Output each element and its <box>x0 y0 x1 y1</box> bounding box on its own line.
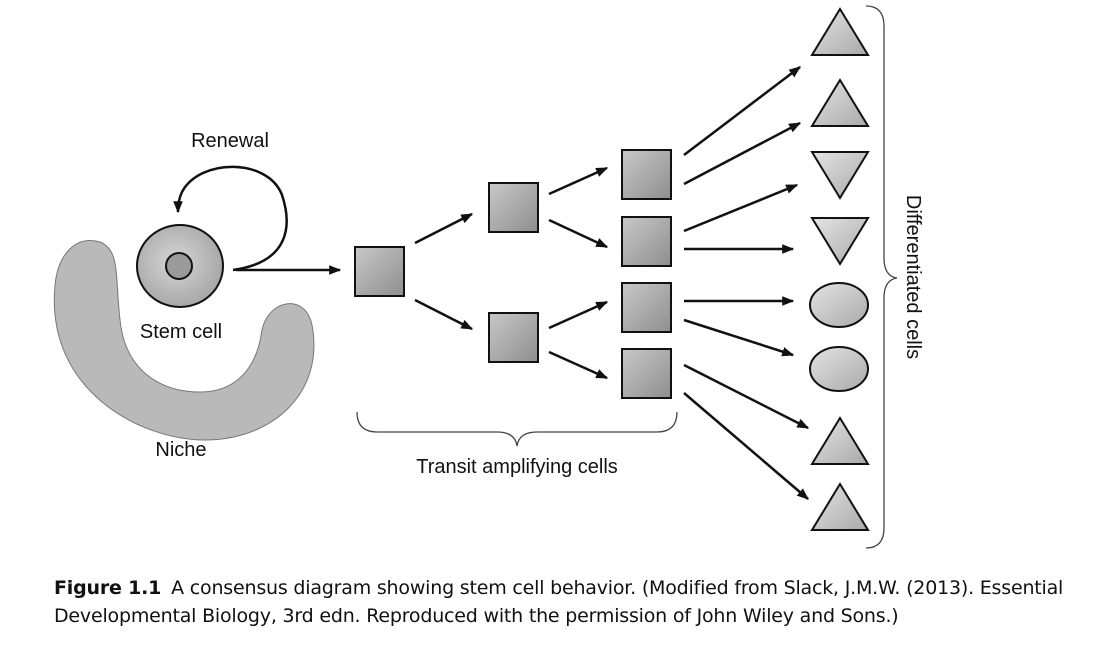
transit-cell <box>354 246 405 297</box>
differentiated-label: Differentiated cells <box>902 195 924 359</box>
figure-number: Figure 1.1 <box>54 577 162 599</box>
transit-cell <box>621 216 672 267</box>
caption-line-2: Developmental Biology, 3rd edn. Reproduc… <box>54 605 899 627</box>
stem-cell-diagram: Renewal Stem cell Niche Transit amplifyi… <box>53 5 924 549</box>
renewal-arrow <box>173 165 288 272</box>
stem-cell-label: Stem cell <box>140 321 222 343</box>
transit-cell <box>621 149 672 200</box>
differentiated-cell-triangle <box>810 416 870 465</box>
differentiated-brace <box>865 5 898 549</box>
differentiation-arrows <box>683 66 810 500</box>
differentiated-cell-oval <box>809 282 869 328</box>
differentiated-cell-triangle-inverted <box>810 217 870 266</box>
transit-arrows <box>414 166 609 380</box>
niche-label: Niche <box>155 439 206 461</box>
transit-cell <box>621 348 672 399</box>
differentiated-cell-triangle <box>810 78 870 127</box>
differentiated-cell-oval <box>809 346 869 392</box>
transit-brace <box>356 411 678 447</box>
niche-shape <box>53 240 315 441</box>
transit-cell <box>488 312 539 363</box>
differentiated-cell-triangle <box>810 7 870 56</box>
transit-cell <box>488 182 539 233</box>
differentiated-cell-triangle <box>810 482 870 531</box>
transit-label: Transit amplifying cells <box>416 456 618 478</box>
stem-cell-nucleus <box>165 252 193 280</box>
transit-cell <box>621 282 672 333</box>
caption-line-1: A consensus diagram showing stem cell be… <box>171 577 1064 599</box>
renewal-label: Renewal <box>191 130 269 152</box>
differentiated-cell-triangle-inverted <box>810 151 870 200</box>
figure-caption: Figure 1.1 A consensus diagram showing st… <box>54 574 1114 630</box>
